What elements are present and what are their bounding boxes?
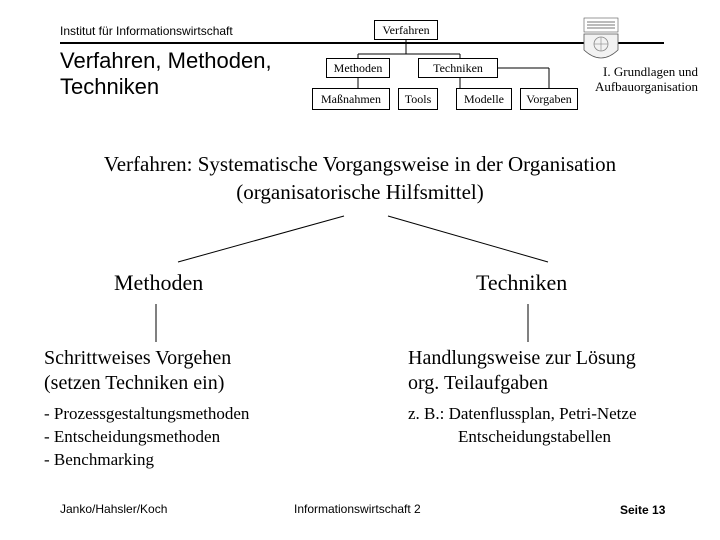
footer-course: Informationswirtschaft 2: [294, 502, 421, 516]
definition-line-1: Verfahren: Systematische Vorgangsweise i…: [103, 152, 617, 176]
techniken-description-line-1: Handlungsweise zur Lösung: [408, 347, 636, 369]
section-subtitle-line-1: I. Grundlagen und: [603, 64, 698, 79]
page-title: Verfahren, Methoden, Techniken: [60, 48, 272, 100]
techniken-example-line-1: z. B.: Datenflussplan, Petri-Netze: [408, 404, 637, 423]
techniken-label: Techniken: [476, 270, 568, 295]
hierarchy-methoden: Methoden: [326, 58, 390, 78]
hierarchy-root-verfahren: Verfahren: [374, 20, 438, 40]
methoden-label: Methoden: [114, 270, 204, 295]
techniken-description: Handlungsweise zur Lösung org. Teilaufga…: [408, 346, 636, 396]
hierarchy-techniken: Techniken: [418, 58, 498, 78]
methoden-description-line-2: (setzen Techniken ein): [44, 372, 225, 394]
header-rule: [60, 42, 664, 44]
definition-text: Verfahren: Systematische Vorgangsweise i…: [0, 150, 720, 206]
hierarchy-massnahmen: Maßnahmen: [312, 88, 390, 110]
techniken-example-line-2: Entscheidungstabellen: [458, 427, 611, 446]
section-subtitle: I. Grundlagen und Aufbauorganisation: [558, 64, 698, 94]
techniken-description-line-2: org. Teilaufgaben: [408, 372, 549, 394]
university-logo-icon: [578, 16, 624, 68]
methoden-list: - Prozessgestaltungsmethoden - Entscheid…: [44, 402, 249, 471]
hierarchy-tools: Tools: [398, 88, 438, 110]
section-subtitle-line-2: Aufbauorganisation: [594, 79, 698, 94]
hierarchy-vorgaben: Vorgaben: [520, 88, 578, 110]
page-number: Seite 13: [620, 503, 666, 517]
methoden-description-line-1: Schrittweises Vorgehen: [44, 347, 232, 369]
hierarchy-modelle: Modelle: [456, 88, 512, 110]
methoden-description: Schrittweises Vorgehen (setzen Techniken…: [44, 346, 231, 396]
list-item: - Benchmarking: [44, 450, 154, 469]
institute-name: Institut für Informationswirtschaft: [60, 24, 233, 38]
techniken-examples: z. B.: Datenflussplan, Petri-Netze Entsc…: [408, 402, 698, 448]
definition-line-2: (organisatorische Hilfsmittel): [236, 180, 484, 204]
footer-authors: Janko/Hahsler/Koch: [60, 502, 168, 516]
page-title-line-2: Techniken: [60, 74, 160, 99]
list-item: - Prozessgestaltungsmethoden: [44, 404, 250, 423]
list-item: - Entscheidungsmethoden: [44, 427, 221, 446]
page-title-line-1: Verfahren, Methoden,: [60, 48, 272, 73]
branch-connectors: [155, 215, 549, 342]
